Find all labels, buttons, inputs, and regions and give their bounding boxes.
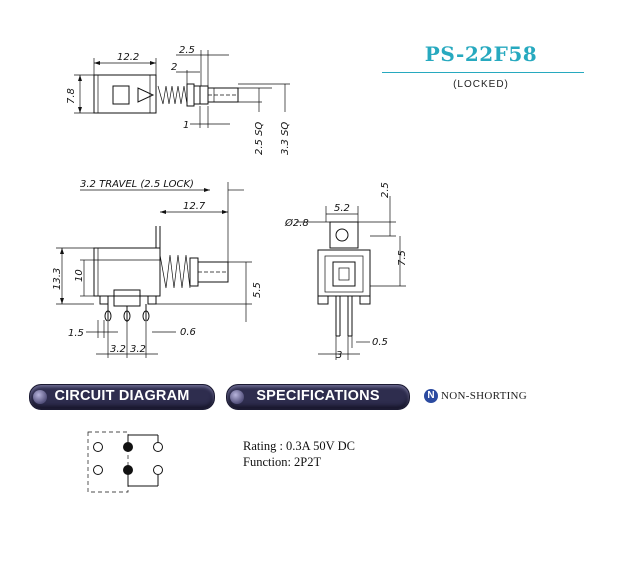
side-pin-pitch-b-dim: 3.2 xyxy=(130,344,146,355)
side-pin-off-dim: 1.5 xyxy=(68,328,84,339)
end-top-dim: 2.5 xyxy=(380,182,391,198)
pill-bullet-icon xyxy=(230,390,244,404)
end-pin-t-dim: 0.5 xyxy=(372,337,388,348)
side-terminal-block xyxy=(113,289,141,307)
side-shaft-h-dim: 5.5 xyxy=(252,282,263,298)
non-shorting-label: NON-SHORTING xyxy=(441,390,528,402)
circuit-dashed-frame xyxy=(87,431,129,493)
contact-right-bottom xyxy=(153,465,163,475)
top-one-dim: 1 xyxy=(183,120,189,131)
side-view: 3.2 TRAVEL (2.5 LOCK) 12.7 13.3 10 5.5 1… xyxy=(52,179,263,358)
top-body-outline xyxy=(93,74,157,114)
contact-left-bottom xyxy=(93,465,103,475)
end-hole xyxy=(335,228,349,242)
end-hole-dim: Ø2.8 xyxy=(284,217,309,229)
end-width-dim: 5.2 xyxy=(334,203,350,214)
spec-rating: Rating : 0.3A 50V DC xyxy=(243,439,355,453)
title-underline xyxy=(382,72,584,73)
specifications-label: SPECIFICATIONS xyxy=(256,388,380,404)
end-window xyxy=(332,261,356,287)
circuit-diagram-header: CIRCUIT DIAGRAM xyxy=(29,384,215,410)
part-subtitle: (LOCKED) xyxy=(453,79,509,90)
side-pin-pitch-dim: 3.2 xyxy=(110,344,126,355)
top-sq-a-dim: 2.5 SQ xyxy=(254,122,265,155)
contact-right-top xyxy=(153,442,163,452)
end-pin-pitch-dim: 3 xyxy=(336,350,342,361)
n-circle-icon: N xyxy=(424,389,438,403)
top-spring xyxy=(157,85,188,105)
end-view: Ø2.8 5.2 2.5 7.5 0.5 3 xyxy=(284,182,408,361)
part-title: PS-22F58 xyxy=(424,42,538,66)
side-pin-w-dim: 0.6 xyxy=(180,327,196,338)
top-view: 12.2 7.8 2.5 2 1 2.5 SQ 3.3 SQ xyxy=(66,45,291,155)
top-width-dim: 12.2 xyxy=(117,52,139,63)
top-window xyxy=(112,85,130,105)
circuit-diagram-label: CIRCUIT DIAGRAM xyxy=(54,388,190,404)
side-total-h-dim: 13.3 xyxy=(52,268,63,290)
end-top-tab xyxy=(329,221,359,249)
side-length-dim: 12.7 xyxy=(183,201,206,212)
spec-function: Function: 2P2T xyxy=(243,455,322,469)
pill-bullet-icon xyxy=(33,390,47,404)
top-sq-b-dim: 3.3 SQ xyxy=(280,122,291,155)
top-step-dim: 2 xyxy=(171,62,177,73)
circuit-schematic xyxy=(87,431,163,493)
side-body-h-dim: 10 xyxy=(74,269,85,282)
contact-left-top xyxy=(93,442,103,452)
spec-list: Rating : 0.3A 50V DC Function: 2P2T xyxy=(243,438,355,470)
specifications-header: SPECIFICATIONS xyxy=(226,384,410,410)
side-travel-dim: 3.2 TRAVEL (2.5 LOCK) xyxy=(80,179,194,190)
end-h-dim: 7.5 xyxy=(397,250,408,266)
top-pitch-dim: 2.5 xyxy=(179,45,195,56)
end-body-outline xyxy=(317,249,371,297)
side-body-outline xyxy=(93,247,161,297)
top-height-dim: 7.8 xyxy=(66,88,77,104)
side-spring xyxy=(159,254,191,289)
non-shorting-badge: N NON-SHORTING xyxy=(424,387,527,405)
top-arrow-icon xyxy=(137,87,155,103)
